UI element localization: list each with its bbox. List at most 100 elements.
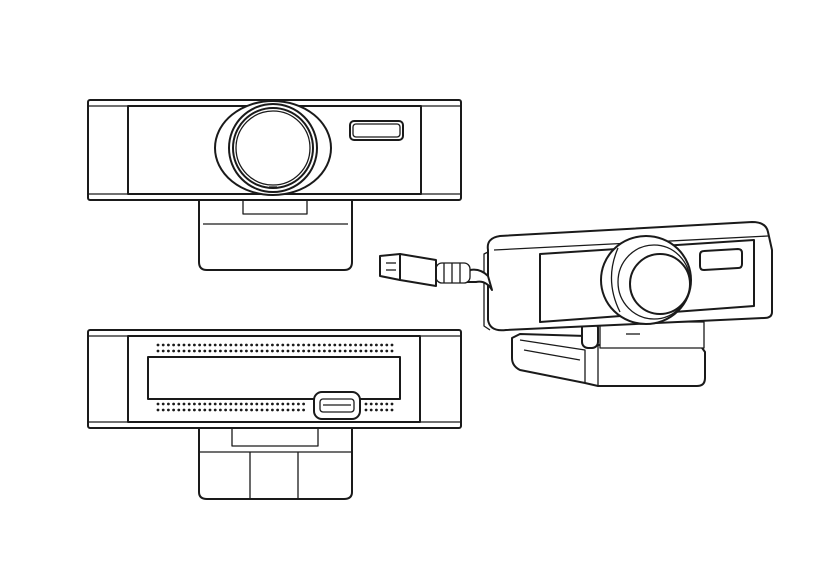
grille-hole xyxy=(380,408,383,412)
grille-hole xyxy=(167,349,170,353)
grille-hole xyxy=(265,402,269,406)
grille-hole xyxy=(172,408,176,412)
grille-hole xyxy=(271,343,274,347)
grille-hole xyxy=(260,349,264,353)
webcam-perspective-view xyxy=(379,221,773,387)
grille-hole xyxy=(375,349,378,353)
grille-hole xyxy=(281,408,285,412)
grille-hole xyxy=(271,408,274,412)
grille-hole xyxy=(167,408,170,412)
grille-hole xyxy=(219,349,222,353)
grille-hole xyxy=(182,343,186,347)
grille-hole xyxy=(265,408,269,412)
grille-hole xyxy=(234,349,238,353)
grille-hole xyxy=(224,402,228,406)
grille-hole xyxy=(203,408,207,412)
grille-hole xyxy=(323,349,326,353)
grille-hole xyxy=(255,408,259,412)
grille-hole xyxy=(265,343,269,347)
front-mount-clip xyxy=(198,197,353,271)
grille-hole xyxy=(234,408,238,412)
grille-hole xyxy=(286,349,290,353)
grille-hole xyxy=(265,349,269,353)
grille-hole xyxy=(312,349,316,353)
grille-hole xyxy=(359,343,363,347)
front-lens xyxy=(232,107,314,189)
grille-hole xyxy=(328,343,331,347)
grille-hole xyxy=(187,402,191,406)
grille-hole xyxy=(286,343,290,347)
grille-hole xyxy=(177,349,181,353)
grille-hole xyxy=(291,402,295,406)
grille-hole xyxy=(177,408,181,412)
grille-hole xyxy=(161,343,165,347)
grille-hole xyxy=(297,402,300,406)
grille-hole xyxy=(349,349,352,353)
grille-hole xyxy=(255,343,259,347)
grille-hole xyxy=(250,343,254,347)
grille-hole xyxy=(291,349,295,353)
grille-hole xyxy=(198,349,202,353)
grille-hole xyxy=(291,343,295,347)
grille-hole xyxy=(229,408,233,412)
grille-hole xyxy=(369,402,373,406)
usb-plug xyxy=(399,253,437,287)
grille-hole xyxy=(390,349,394,353)
webcam-back-view xyxy=(87,329,462,500)
grille-hole xyxy=(239,402,243,406)
grille-hole xyxy=(385,349,389,353)
grille-hole xyxy=(224,408,228,412)
grille-hole xyxy=(364,402,368,406)
grille-hole xyxy=(317,343,321,347)
grille-hole xyxy=(302,408,305,412)
grille-hole xyxy=(364,349,368,353)
grille-hole xyxy=(297,349,300,353)
grille-hole xyxy=(390,343,394,347)
grille-hole xyxy=(354,349,357,353)
grille-hole xyxy=(245,402,248,406)
grille-hole xyxy=(343,343,347,347)
grille-hole xyxy=(276,343,279,347)
grille-hole xyxy=(369,408,373,412)
grille-hole xyxy=(208,349,212,353)
grille-hole xyxy=(260,408,264,412)
grille-hole xyxy=(380,402,383,406)
grille-hole xyxy=(161,349,165,353)
grille-hole xyxy=(255,402,259,406)
grille-hole xyxy=(156,349,160,353)
grille-hole xyxy=(229,402,233,406)
grille-hole xyxy=(198,343,202,347)
front-indicator-window xyxy=(349,120,404,141)
grille-hole xyxy=(245,408,248,412)
grille-hole xyxy=(161,408,165,412)
grille-hole xyxy=(328,349,331,353)
grille-hole xyxy=(369,343,373,347)
grille-hole xyxy=(390,402,394,406)
grille-hole xyxy=(208,402,212,406)
grille-hole xyxy=(343,349,347,353)
grille-hole xyxy=(349,343,352,347)
grille-hole xyxy=(286,402,290,406)
grille-hole xyxy=(364,343,368,347)
grille-hole xyxy=(239,343,243,347)
grille-hole xyxy=(312,343,316,347)
grille-hole xyxy=(385,402,389,406)
grille-hole xyxy=(333,343,337,347)
perspective-indicator-window xyxy=(699,248,743,271)
grille-hole xyxy=(338,343,342,347)
grille-hole xyxy=(302,349,305,353)
grille-hole xyxy=(156,402,160,406)
grille-hole xyxy=(198,408,202,412)
grille-hole xyxy=(385,343,389,347)
grille-hole xyxy=(245,343,248,347)
grille-hole xyxy=(281,349,285,353)
usb-cable xyxy=(465,268,493,291)
grille-hole xyxy=(271,349,274,353)
grille-hole xyxy=(255,349,259,353)
grille-hole xyxy=(380,349,383,353)
grille-hole xyxy=(213,402,217,406)
grille-hole xyxy=(219,343,222,347)
grille-hole xyxy=(213,408,217,412)
